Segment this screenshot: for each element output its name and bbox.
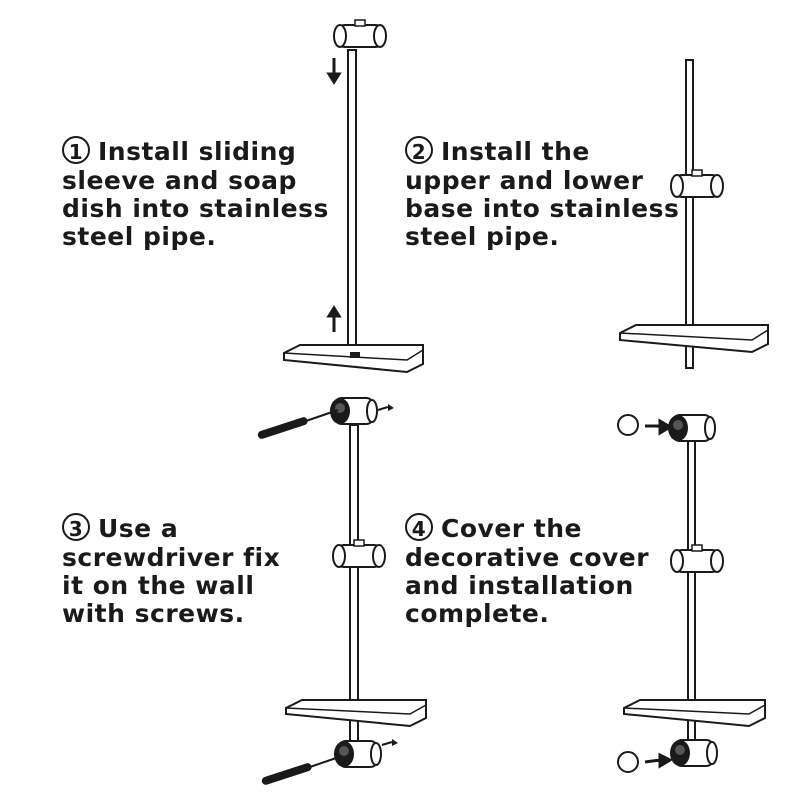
steel-pipe xyxy=(347,49,357,351)
soap-dish xyxy=(619,324,769,354)
step-line: upper and lower xyxy=(405,166,644,195)
step-line: base into stainless xyxy=(405,194,680,223)
soap-dish xyxy=(285,699,427,728)
step-line: Cover the xyxy=(441,514,583,543)
step-line: Use a xyxy=(98,514,179,543)
step-4-text: 4 Cover the decorative cover and installa… xyxy=(405,513,650,628)
step-line: it on the wall xyxy=(62,571,255,600)
step-line: with screws. xyxy=(62,599,245,628)
step-number-badge: 2 xyxy=(405,136,433,164)
screw-icon xyxy=(377,403,395,412)
step3-illustration xyxy=(255,397,427,787)
step-3-text: 3 Use a screwdriver fix it on the wall wi… xyxy=(62,513,281,628)
step4-illustration xyxy=(617,414,766,773)
screwdriver-icon xyxy=(255,409,339,441)
step-2-text: 2 Install the upper and lower base into s… xyxy=(405,136,680,251)
step-line: and installation xyxy=(405,571,634,600)
arrow-down-icon xyxy=(326,58,342,85)
soap-dish xyxy=(623,699,766,728)
screwdriver-icon xyxy=(259,755,343,787)
step-line: complete. xyxy=(405,599,550,628)
screw-icon xyxy=(381,738,399,747)
decorative-cover xyxy=(617,751,639,773)
arrow-right-icon xyxy=(645,418,673,436)
sliding-sleeve xyxy=(332,539,386,568)
step-line: screwdriver fix xyxy=(62,543,281,572)
arrow-right-icon xyxy=(644,752,674,769)
steel-pipe xyxy=(685,59,694,369)
decorative-cover xyxy=(617,414,639,436)
step-line: Install sliding xyxy=(98,137,297,166)
step-line: decorative cover xyxy=(405,543,650,572)
step-line: steel pipe. xyxy=(405,222,560,251)
step-line: sleeve and soap xyxy=(62,166,297,195)
upper-wall-mount xyxy=(667,414,716,442)
step-number-badge: 1 xyxy=(62,136,90,164)
step-line: Install the xyxy=(441,137,590,166)
step-number-badge: 3 xyxy=(62,513,90,541)
step2-illustration xyxy=(619,59,769,369)
step-line: steel pipe. xyxy=(62,222,217,251)
lower-wall-mount xyxy=(669,739,718,767)
step1-illustration xyxy=(283,19,424,374)
step-1-text: 1 Install sliding sleeve and soap dish in… xyxy=(62,136,329,251)
lower-wall-mount xyxy=(333,740,382,768)
step-line: dish into stainless xyxy=(62,194,329,223)
sliding-sleeve xyxy=(333,19,387,48)
arrow-up-icon xyxy=(326,305,342,332)
sliding-sleeve xyxy=(670,544,724,573)
step-number-badge: 4 xyxy=(405,513,433,541)
soap-dish xyxy=(283,344,424,374)
